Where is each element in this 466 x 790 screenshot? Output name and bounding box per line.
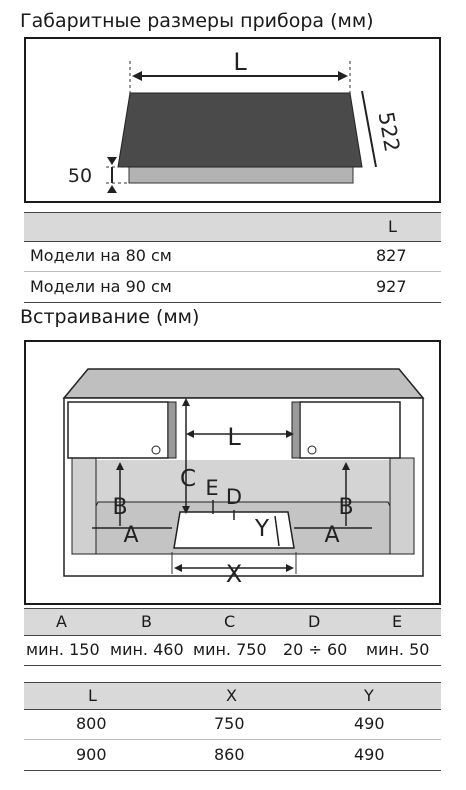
x-label: X bbox=[226, 560, 242, 588]
l-label: L bbox=[233, 48, 247, 76]
left-b-arrow bbox=[116, 462, 124, 470]
header-l: L bbox=[88, 686, 97, 705]
value-a: мин. 150 bbox=[26, 640, 100, 659]
left-b-label: B bbox=[112, 495, 127, 520]
l-arrow-left bbox=[186, 430, 194, 438]
value-b: мин. 460 bbox=[110, 640, 184, 659]
left-drawer bbox=[67, 401, 169, 459]
left-side-wall bbox=[71, 457, 97, 555]
dimensions-title: Габаритные размеры прибора (мм) bbox=[20, 10, 374, 32]
l-label: L bbox=[227, 423, 241, 451]
hob-dimension-diagram: L 522 50 bbox=[68, 48, 405, 193]
table-row: 900 860 490 bbox=[24, 740, 441, 771]
value-c: мин. 750 bbox=[193, 640, 267, 659]
table-row: Модели на 80 см 827 bbox=[24, 241, 441, 272]
right-drawer-knob bbox=[307, 445, 317, 455]
table-row: мин. 150 мин. 460 мин. 750 20 ÷ 60 мин. … bbox=[24, 635, 441, 666]
dimensions-diagram-frame: L 522 50 bbox=[24, 37, 441, 203]
dimensions-table-header: L bbox=[24, 212, 441, 242]
header-c: C bbox=[224, 612, 236, 631]
l-arrow-right bbox=[338, 71, 348, 81]
header-b: B bbox=[141, 612, 152, 631]
cutout-opening bbox=[173, 511, 295, 549]
installation-table2-header: L X Y bbox=[24, 682, 441, 710]
dimensions-header-l: L bbox=[388, 217, 397, 236]
thickness-arrow-top bbox=[107, 157, 117, 165]
x-arrow-left bbox=[174, 564, 182, 572]
installation-diagram-frame: L C E D Y X B A B A bbox=[24, 340, 441, 605]
right-side-wall bbox=[389, 457, 415, 555]
value-e: мин. 50 bbox=[366, 640, 430, 659]
value-y: 490 bbox=[354, 745, 385, 764]
left-drawer-knob bbox=[151, 445, 161, 455]
hob-glass-top bbox=[117, 92, 363, 168]
row-l-value: 927 bbox=[376, 277, 407, 296]
installation-table1-header: A B C D E bbox=[24, 608, 441, 636]
header-x: X bbox=[226, 686, 237, 705]
value-l: 900 bbox=[76, 745, 107, 764]
value-y: 490 bbox=[354, 714, 385, 733]
right-a-label: A bbox=[324, 523, 339, 548]
header-a: A bbox=[56, 612, 67, 631]
left-drawer-side bbox=[167, 401, 177, 459]
y-label: Y bbox=[254, 516, 270, 542]
y-dimension-line bbox=[274, 515, 280, 547]
value-x: 860 bbox=[214, 745, 245, 764]
c-label: C bbox=[180, 466, 196, 492]
right-b-label: B bbox=[338, 495, 353, 520]
row-l-value: 827 bbox=[376, 246, 407, 265]
value-l: 800 bbox=[76, 714, 107, 733]
left-a-label: A bbox=[123, 523, 138, 548]
header-d: D bbox=[308, 612, 321, 631]
header-y: Y bbox=[364, 686, 374, 705]
installation-title: Встраивание (мм) bbox=[20, 306, 200, 328]
right-drawer-side bbox=[291, 401, 301, 459]
value-d: 20 ÷ 60 bbox=[283, 640, 348, 659]
row-label: Модели на 90 см bbox=[30, 277, 172, 296]
table-row: Модели на 90 см 927 bbox=[24, 272, 441, 303]
c-arrow-top bbox=[182, 398, 190, 406]
d-label: D bbox=[226, 485, 242, 509]
c-arrow-bottom bbox=[182, 506, 190, 514]
depth-dimension-line bbox=[361, 90, 377, 168]
table-row: 800 750 490 bbox=[24, 709, 441, 740]
l-arrow-left bbox=[132, 71, 142, 81]
thickness-label: 50 bbox=[68, 165, 92, 187]
depth-label: 522 bbox=[374, 110, 405, 154]
x-arrow-right bbox=[286, 564, 294, 572]
l-arrow-right bbox=[286, 430, 294, 438]
cabinet-cutout-diagram: L C E D Y X B A B A bbox=[62, 368, 425, 588]
right-b-arrow bbox=[342, 462, 350, 470]
header-e: E bbox=[392, 612, 403, 631]
thickness-arrow-bottom bbox=[107, 185, 117, 193]
hob-base bbox=[128, 166, 354, 184]
value-x: 750 bbox=[214, 714, 245, 733]
row-label: Модели на 80 см bbox=[30, 246, 172, 265]
e-label: E bbox=[205, 476, 218, 500]
countertop-top bbox=[62, 368, 425, 399]
